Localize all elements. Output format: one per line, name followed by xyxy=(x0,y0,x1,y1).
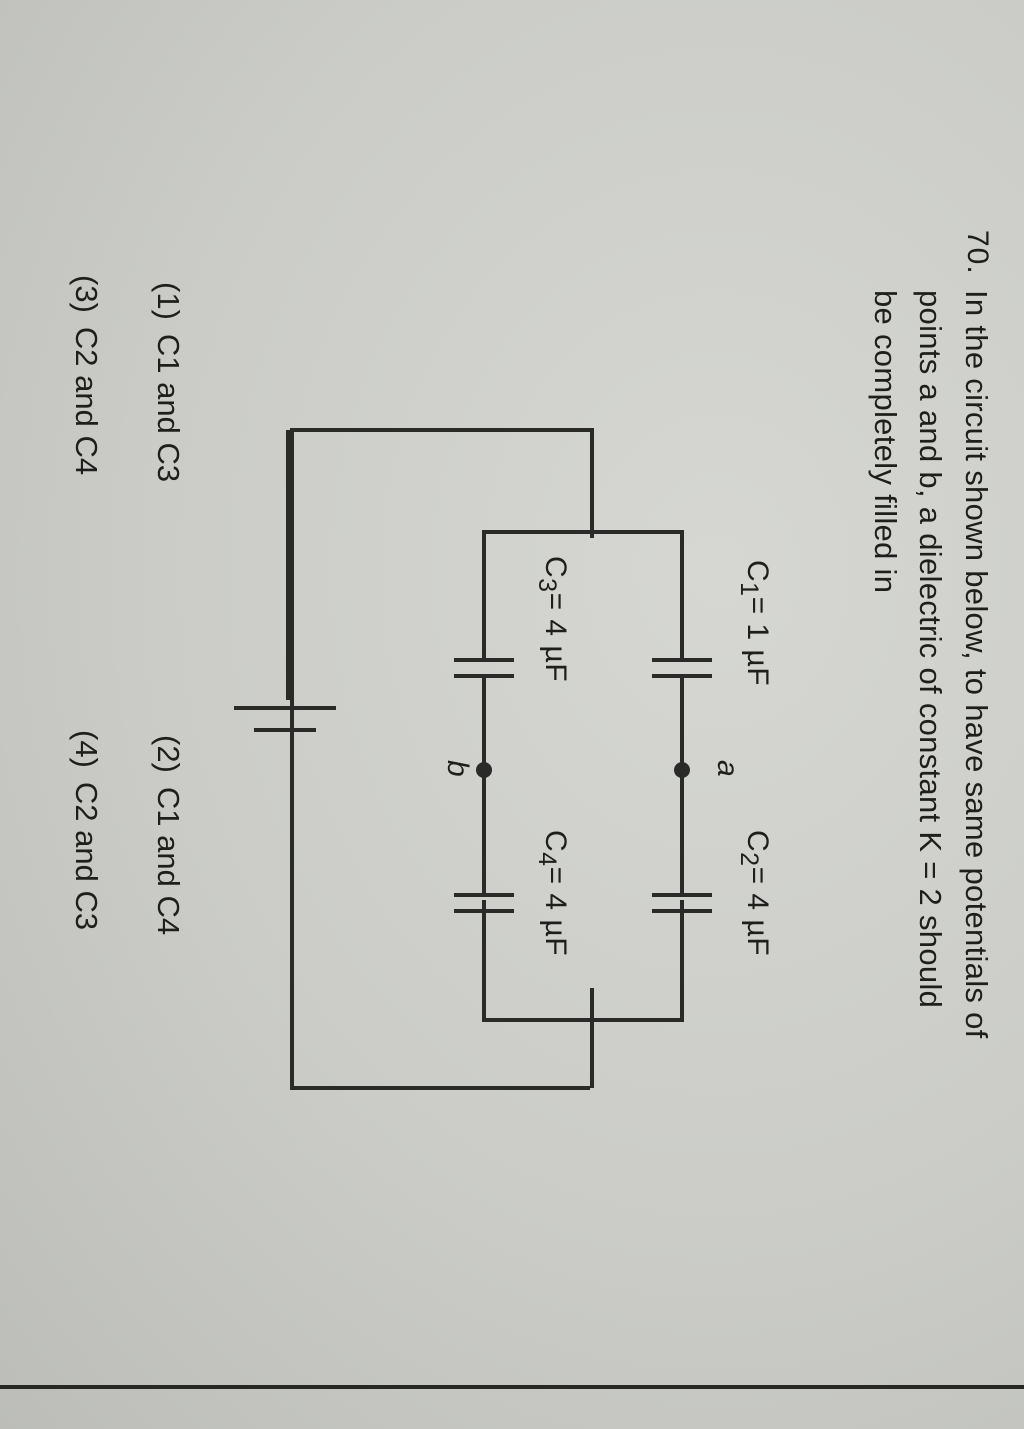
option-3[interactable]: (3) C2 and C4 xyxy=(68,275,104,475)
inner-right-wire xyxy=(482,900,684,1022)
option-4-number: (4) xyxy=(69,730,104,768)
option-2[interactable]: (2) C1 and C4 xyxy=(150,735,186,935)
option-2-number: (2) xyxy=(151,735,186,773)
capacitor-c3-label: C3= 4 µF xyxy=(533,556,572,683)
option-1[interactable]: (1) C1 and C3 xyxy=(150,282,186,482)
option-2-text: C1 and C4 xyxy=(151,786,186,936)
node-b-label: b xyxy=(441,760,474,777)
option-3-text: C2 and C4 xyxy=(69,326,104,476)
option-4-text: C2 and C3 xyxy=(69,781,104,931)
node-a-dot xyxy=(674,762,690,778)
option-1-text: C1 and C3 xyxy=(151,333,186,483)
page-divider-line xyxy=(0,1385,1024,1389)
option-3-number: (3) xyxy=(69,275,104,313)
capacitor-c3-icon xyxy=(454,658,514,678)
battery-icon xyxy=(234,430,336,732)
capacitor-c2-icon xyxy=(652,893,712,913)
capacitor-c1-label: C1= 1 µF xyxy=(735,560,774,687)
option-1-number: (1) xyxy=(151,282,186,320)
option-4[interactable]: (4) C2 and C3 xyxy=(68,730,104,930)
node-b-dot xyxy=(476,762,492,778)
inner-left-wire xyxy=(482,530,684,655)
outer-wire xyxy=(290,428,594,1090)
capacitor-c1-icon xyxy=(652,658,712,678)
capacitor-c4-icon xyxy=(454,893,514,913)
capacitor-c2-label: C2= 4 µF xyxy=(735,830,774,957)
node-a-label: a xyxy=(711,760,744,777)
capacitor-c4-label: C4= 4 µF xyxy=(533,830,572,957)
